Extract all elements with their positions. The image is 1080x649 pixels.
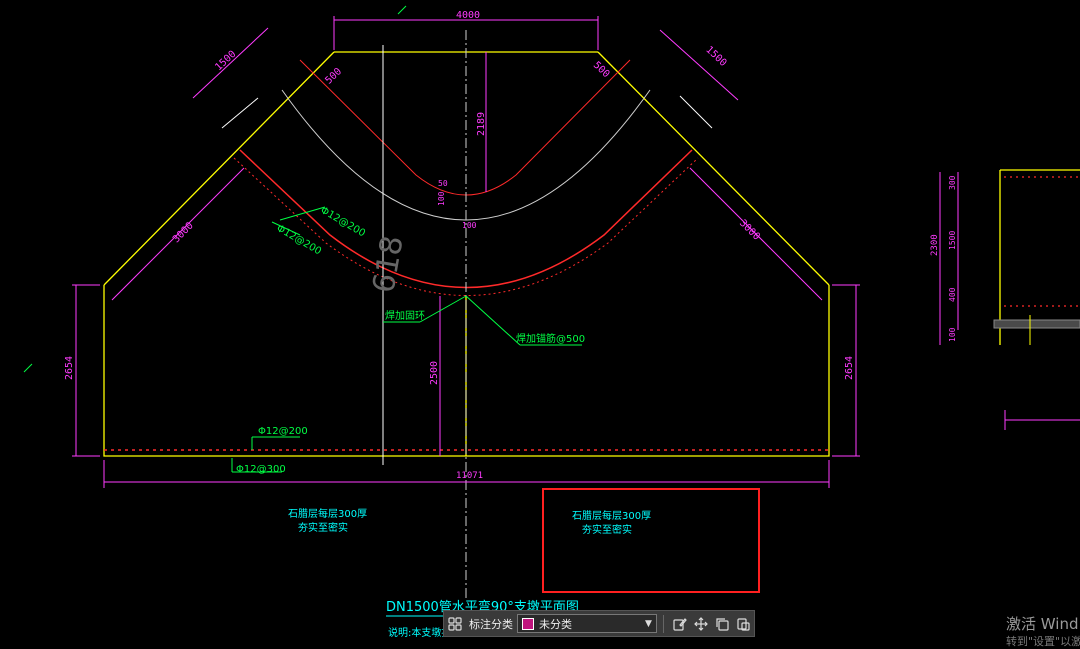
note-weld-anchor: 焊加锚筋@500 xyxy=(516,332,585,345)
note-weld-ring: 焊加固环 xyxy=(385,310,425,322)
center-lines xyxy=(382,30,467,600)
dim-center-2189: 2189 xyxy=(476,112,487,136)
chevron-down-icon: ▼ xyxy=(645,618,652,629)
toolbar-label: 标注分类 xyxy=(469,617,514,631)
dim-side-2300: 2300 xyxy=(930,234,940,256)
category-select-value: 未分类 xyxy=(539,617,573,631)
rebar-label-b: Φ12@200 xyxy=(275,223,324,257)
dim-left-1500: 1500 xyxy=(213,49,238,73)
note-stone-right-2: 夯实至密实 xyxy=(582,523,632,536)
dim-side-1500: 1500 xyxy=(948,231,957,250)
annotation-toolbar: 标注分类 未分类 ▼ xyxy=(443,610,755,637)
dim-left-3000: 3000 xyxy=(171,220,196,245)
note-stone-right-1: 石腊层每层300厚 xyxy=(572,509,651,522)
dim-center-2500: 2500 xyxy=(429,361,440,385)
rebar-label-a: Φ12@200 xyxy=(319,205,368,239)
dim-right-2654: 2654 xyxy=(844,356,855,380)
edit-icon[interactable] xyxy=(670,613,691,635)
dim-radius-618: 618 xyxy=(366,233,410,295)
color-swatch xyxy=(522,617,535,630)
dim-c-50: 50 xyxy=(438,179,448,188)
grid-icon[interactable] xyxy=(444,613,465,635)
dim-right-1500: 1500 xyxy=(703,44,728,68)
dim-side-100: 100 xyxy=(948,327,957,342)
dim-right-3000: 3000 xyxy=(737,218,762,243)
dim-bottom-total: 11071 xyxy=(456,471,483,481)
note-stone-left-2: 夯实至密实 xyxy=(298,521,348,534)
dim-c-100b: 100 xyxy=(462,221,477,230)
activation-watermark-sub: 转到"设置"以激 xyxy=(1006,635,1080,648)
dim-c-100: 100 xyxy=(437,191,446,206)
dim-left-500: 500 xyxy=(323,66,344,86)
rebar-label-c: Φ12@200 xyxy=(258,426,308,437)
dim-left-2654: 2654 xyxy=(64,356,75,380)
dim-top-width: 4000 xyxy=(456,10,480,21)
dimension-lines xyxy=(72,16,959,488)
leader-lines xyxy=(23,5,582,473)
dim-side-300: 300 xyxy=(948,175,957,190)
side-section xyxy=(993,169,1080,430)
rebar-label-d: Φ12@300 xyxy=(236,464,286,475)
activation-watermark: 激活 Wind xyxy=(1006,615,1079,633)
dim-side-400: 400 xyxy=(948,287,957,302)
category-select[interactable]: 未分类 ▼ xyxy=(517,614,657,633)
copy-icon[interactable] xyxy=(712,613,733,635)
paste-icon[interactable] xyxy=(733,613,754,635)
move-icon[interactable] xyxy=(691,613,712,635)
toolbar-divider xyxy=(662,614,664,633)
pipe-bend xyxy=(221,59,713,296)
note-stone-left-1: 石腊层每层300厚 xyxy=(288,507,367,520)
highlight-box xyxy=(542,488,760,593)
